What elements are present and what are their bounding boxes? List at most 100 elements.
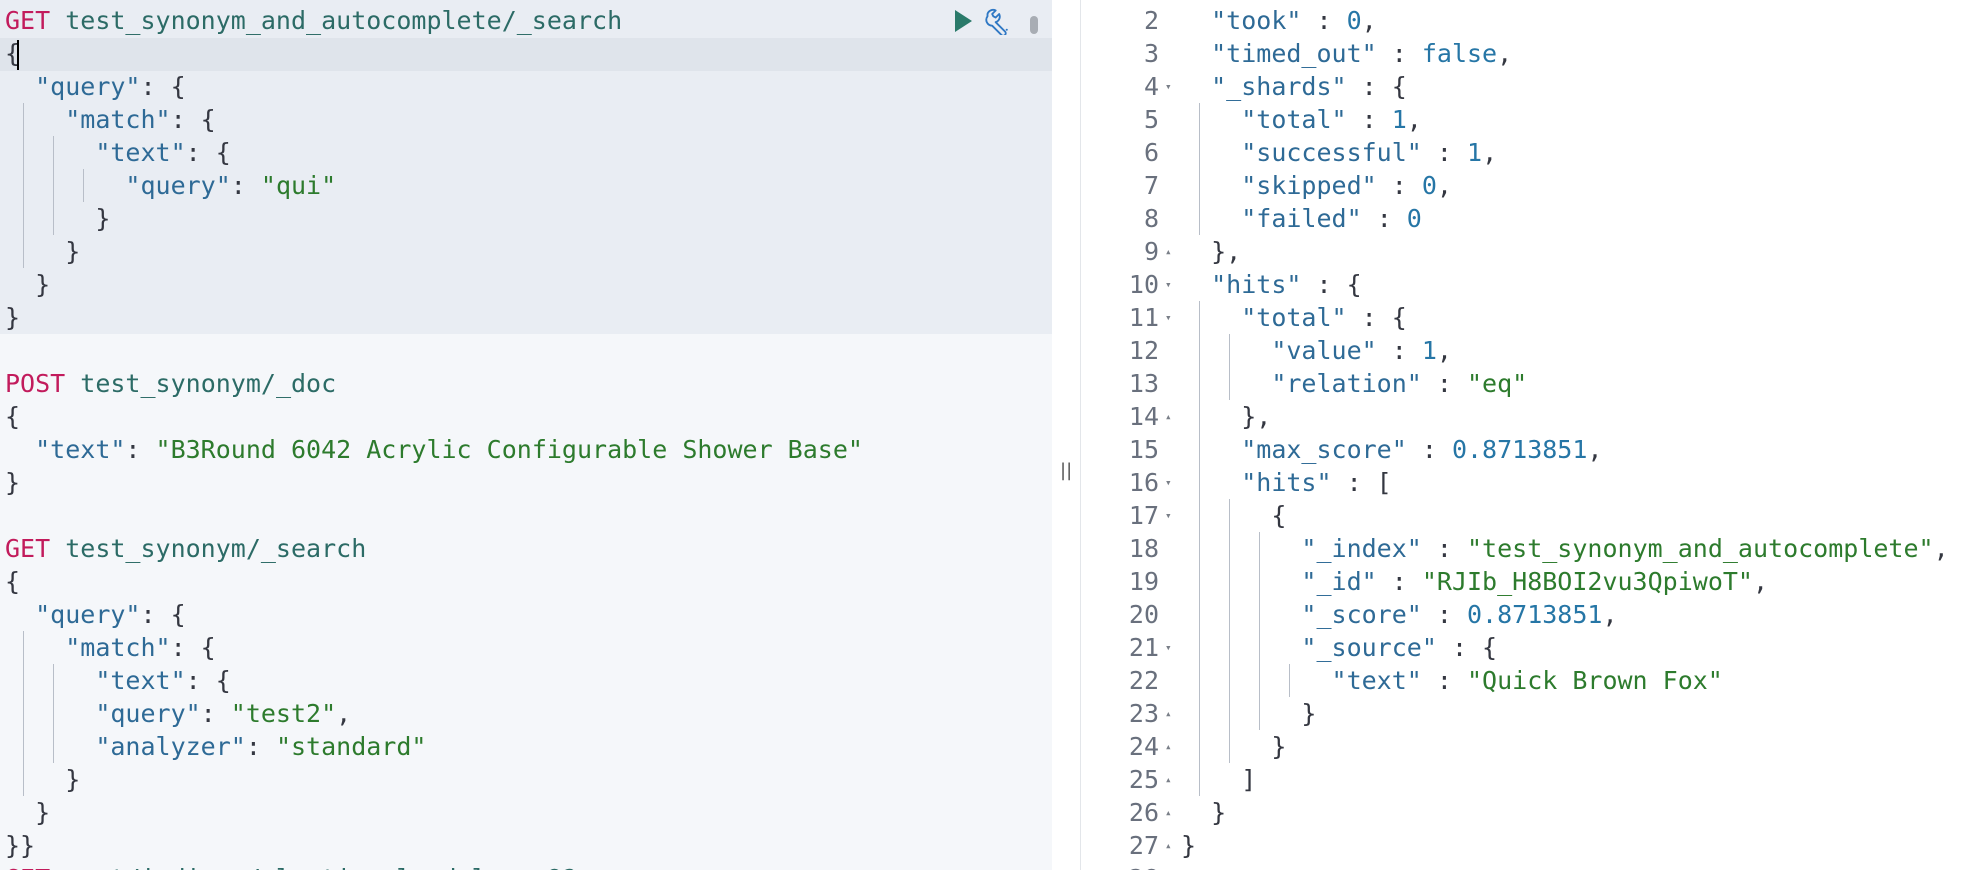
http-method: GET [5, 864, 50, 870]
json-number: 1 [1421, 336, 1437, 365]
fold-expand-icon[interactable]: ▴ [1165, 773, 1172, 786]
json-punctuation: } [1301, 699, 1317, 728]
line-number: 8 [1143, 204, 1159, 233]
line-number: 24 [1128, 732, 1159, 761]
json-number: 0 [1346, 6, 1362, 35]
fold-expand-icon[interactable]: ▴ [1165, 740, 1172, 753]
line-number: 26 [1128, 798, 1159, 827]
indent-guide [23, 235, 25, 268]
fold-collapse-icon[interactable]: ▾ [1165, 641, 1172, 654]
indent-guide [23, 697, 25, 730]
json-key: "match" [65, 633, 171, 662]
json-punctuation: : [1406, 435, 1452, 464]
code-line[interactable]: { [5, 37, 863, 70]
line-number: 20 [1128, 600, 1159, 629]
code-line[interactable]: GET _cat/indices/elastic_cloud_logs_8?v [5, 862, 863, 870]
json-number: 0 [1421, 171, 1437, 200]
code-line[interactable]: } [5, 763, 863, 796]
pane-resizer[interactable] [1052, 0, 1081, 870]
code-line[interactable]: { [5, 400, 863, 433]
request-editor[interactable]: GET test_synonym_and_autocomplete/_searc… [0, 0, 1052, 870]
code-line[interactable]: } [5, 235, 863, 268]
code-line[interactable]: POST test_synonym/_doc [5, 367, 863, 400]
indent-guide [1259, 598, 1261, 631]
resize-grip[interactable]: || [1060, 460, 1073, 481]
json-key: "_source" [1301, 633, 1437, 662]
fold-expand-icon[interactable]: ▴ [1165, 839, 1172, 852]
json-punctuation: : [125, 435, 156, 464]
json-punctuation: : { [185, 138, 231, 167]
line-number: 3 [1143, 39, 1159, 68]
scrollbar-thumb[interactable] [1030, 16, 1038, 34]
line-number: 25 [1128, 765, 1159, 794]
code-line[interactable]: "match": { [5, 631, 863, 664]
indent-guide [1229, 598, 1231, 631]
code-line[interactable]: "query": "qui" [5, 169, 863, 202]
json-punctuation: : [1346, 105, 1392, 134]
json-number: 0.8713851 [1467, 600, 1603, 629]
indent-guide [1199, 400, 1201, 433]
code-line[interactable]: GET test_synonym_and_autocomplete/_searc… [5, 4, 863, 37]
json-key: "text" [1331, 666, 1422, 695]
json-punctuation: : [1301, 6, 1347, 35]
code-line[interactable] [5, 334, 863, 367]
line-number: 14 [1128, 402, 1159, 431]
code-line[interactable]: "analyzer": "standard" [5, 730, 863, 763]
line-number: 15 [1128, 435, 1159, 464]
json-key: "successful" [1241, 138, 1422, 167]
json-punctuation: } [35, 798, 51, 827]
indent-guide [23, 631, 25, 664]
code-line[interactable]: "text": { [5, 136, 863, 169]
fold-expand-icon[interactable]: ▴ [1165, 410, 1172, 423]
indent-guide [23, 136, 25, 169]
fold-collapse-icon[interactable]: ▾ [1165, 80, 1172, 93]
code-line[interactable]: } [5, 796, 863, 829]
fold-collapse-icon[interactable]: ▾ [1165, 311, 1172, 324]
code-line[interactable]: "match": { [5, 103, 863, 136]
code-line[interactable]: "query": { [5, 70, 863, 103]
fold-collapse-icon[interactable]: ▾ [1165, 278, 1172, 291]
wrench-icon[interactable] [984, 7, 1012, 35]
code-line[interactable]: "query": { [5, 598, 863, 631]
json-punctuation: : [200, 699, 231, 728]
active-line-highlight [0, 38, 1052, 71]
request-code[interactable]: GET test_synonym_and_autocomplete/_searc… [5, 4, 863, 870]
json-punctuation: { [5, 402, 21, 431]
line-number: 6 [1143, 138, 1159, 167]
indent-guide [53, 202, 55, 235]
json-key: "text" [95, 138, 186, 167]
indent-guide [1229, 664, 1231, 697]
code-line[interactable] [5, 499, 863, 532]
code-line[interactable]: } [5, 301, 863, 334]
indent-guide [1199, 103, 1201, 136]
fold-expand-icon[interactable]: ▴ [1165, 806, 1172, 819]
json-punctuation: : [1376, 567, 1422, 596]
fold-expand-icon[interactable]: ▴ [1165, 707, 1172, 720]
code-line[interactable]: { [5, 565, 863, 598]
json-punctuation: , [1587, 435, 1603, 464]
json-punctuation: : { [170, 105, 216, 134]
fold-expand-icon[interactable]: ▴ [1165, 245, 1172, 258]
code-line[interactable]: }} [5, 829, 863, 862]
fold-collapse-icon[interactable]: ▾ [1165, 476, 1172, 489]
json-string: "test_synonym_and_autocomplete" [1467, 534, 1934, 563]
json-punctuation: : [1421, 369, 1467, 398]
json-punctuation: } [35, 270, 51, 299]
code-line[interactable]: "text": { [5, 664, 863, 697]
json-key: "took" [1211, 6, 1302, 35]
code-line[interactable]: } [5, 202, 863, 235]
code-line[interactable]: GET test_synonym/_search [5, 532, 863, 565]
play-icon[interactable] [955, 10, 972, 32]
code-line[interactable]: "text": "B3Round 6042 Acrylic Configurab… [5, 433, 863, 466]
json-key: "max_score" [1241, 435, 1407, 464]
fold-collapse-icon[interactable]: ▾ [1165, 509, 1172, 522]
json-key: "query" [95, 699, 201, 728]
indent-guide [1199, 697, 1201, 730]
json-punctuation: } [1271, 732, 1287, 761]
code-line[interactable]: } [5, 268, 863, 301]
code-line[interactable]: "query": "test2", [5, 697, 863, 730]
json-punctuation [50, 864, 65, 870]
json-punctuation: ] [1241, 765, 1257, 794]
line-number: 23 [1128, 699, 1159, 728]
code-line[interactable]: } [5, 466, 863, 499]
